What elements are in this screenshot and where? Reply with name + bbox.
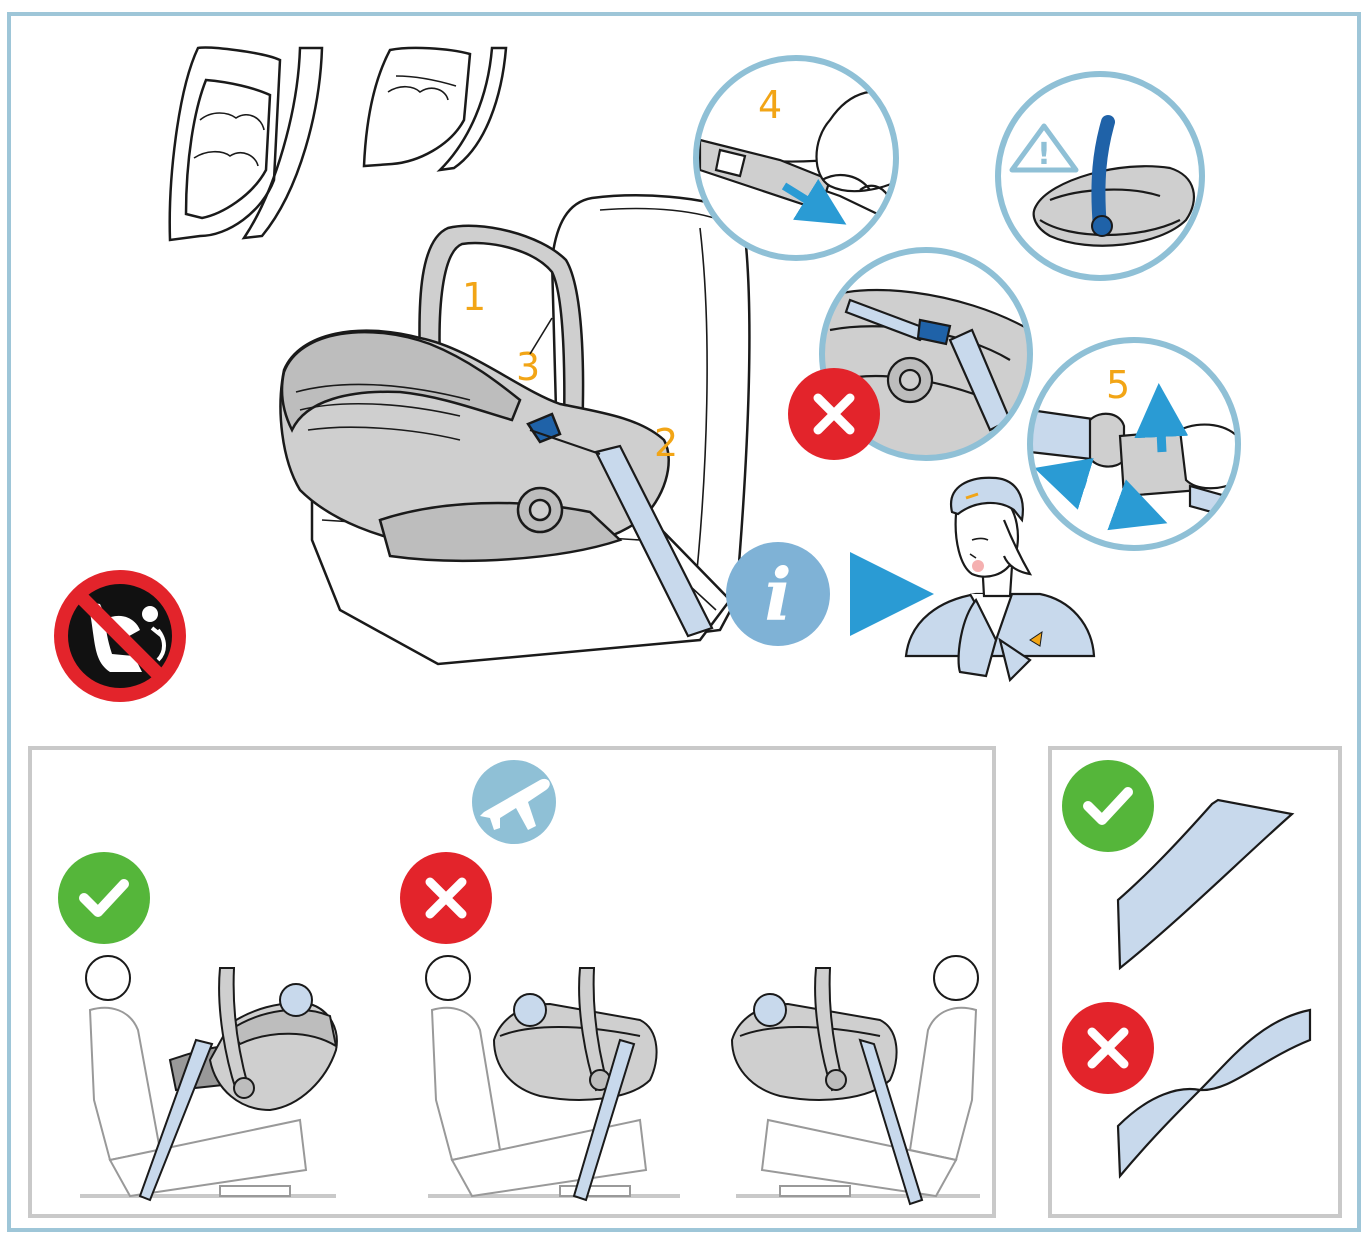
cross-icon — [400, 852, 492, 944]
check-icon — [1062, 760, 1154, 852]
seat-scene-wrong-2 — [732, 956, 980, 1204]
svg-text:i: i — [764, 552, 791, 637]
step-2-label: 2 — [654, 421, 678, 465]
info-icon: i — [726, 542, 830, 646]
svg-text:!: ! — [1037, 137, 1051, 172]
step-4-label: 4 — [758, 83, 782, 127]
no-airbag-icon — [54, 570, 186, 702]
step-3-label: 3 — [516, 345, 540, 389]
cross-icon — [788, 368, 880, 460]
step-5-label: 5 — [1106, 363, 1130, 407]
airplane-windows — [170, 48, 506, 240]
detail-bubble-5: 5 — [1030, 340, 1240, 548]
step-1-label: 1 — [462, 275, 486, 319]
airplane-icon — [472, 760, 556, 844]
check-icon — [58, 852, 150, 944]
cross-icon — [1062, 1002, 1154, 1094]
seat-scene-wrong-1 — [426, 956, 680, 1200]
callout-line-3 — [530, 318, 552, 354]
seat-scene-correct — [80, 956, 337, 1200]
detail-bubble-warning: ! — [998, 74, 1202, 278]
